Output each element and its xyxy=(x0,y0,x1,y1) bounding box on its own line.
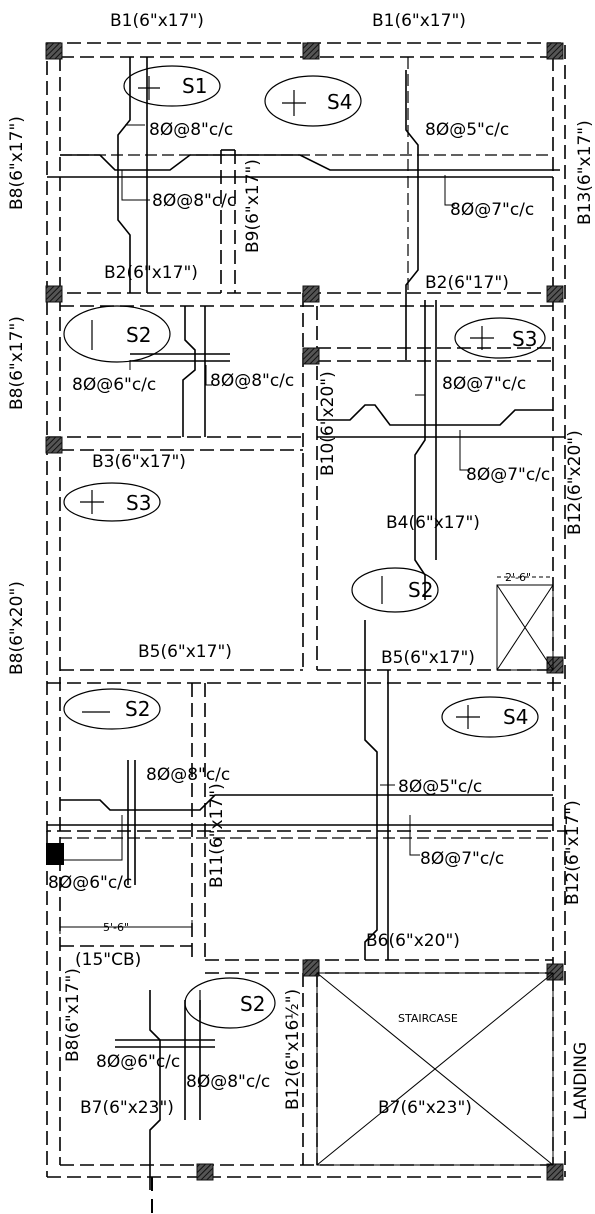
slab-label: S4 xyxy=(327,90,352,114)
beam-label: B3(6"x17") xyxy=(92,452,186,472)
two-way-arrow-icon xyxy=(456,705,480,729)
slab-label: S2 xyxy=(126,323,151,347)
column xyxy=(302,959,320,977)
slab-ellipse xyxy=(184,977,276,1029)
rebar-label: 8Ø@7"c/c xyxy=(466,465,550,485)
beam-label: B12(6"x17") xyxy=(563,800,583,905)
rebar-labels: 8Ø@8"c/c 8Ø@8"c/c 8Ø@5"c/c 8Ø@7"c/c 8Ø@6… xyxy=(48,120,550,1092)
beam-label: B12(6"x20") xyxy=(565,430,585,535)
rebar-label: 8Ø@7"c/c xyxy=(450,200,534,220)
beam-label: B4(6"x17") xyxy=(386,513,480,533)
slab-label: S3 xyxy=(512,327,537,351)
column xyxy=(45,42,63,60)
beam-labels: B1(6"x17") B1(6"x17") B2(6"x17") B2(6"17… xyxy=(7,11,595,1118)
rebar-label: 8Ø@5"c/c xyxy=(425,120,509,140)
beam-label: B2(6"17") xyxy=(425,273,509,293)
slab-label: S3 xyxy=(126,491,151,515)
span-dimension-label: 5'-6" xyxy=(103,921,129,934)
beam-label: B6(6"x20") xyxy=(366,931,460,951)
beam-label: B8(6"x17") xyxy=(7,116,27,210)
slab-ellipse xyxy=(63,482,161,522)
slab-ellipse xyxy=(63,305,171,363)
cb-label: (15"CB) xyxy=(75,950,141,970)
column xyxy=(546,42,564,60)
slab-label: S2 xyxy=(240,992,265,1016)
staircase-label: STAIRCASE xyxy=(398,1012,458,1025)
beam-label: B11(6"x17") xyxy=(207,783,227,888)
two-way-arrow-icon xyxy=(470,326,494,350)
rebar-label: 8Ø@8"c/c xyxy=(152,191,236,211)
beam-label: B5(6"x17") xyxy=(381,648,475,668)
rebar-label: 8Ø@8"c/c xyxy=(210,371,294,391)
slab-label: S4 xyxy=(503,705,528,729)
rebar-label: 8Ø@7"c/c xyxy=(420,849,504,869)
two-way-arrow-icon xyxy=(138,76,160,100)
beam-label: B8(6"x17") xyxy=(63,968,83,1062)
column xyxy=(302,42,320,60)
misc-labels: 2'-6" 5'-6" (15"CB) STAIRCASE LANDING xyxy=(75,571,591,1120)
beam-label: B1(6"x17") xyxy=(110,11,204,31)
column xyxy=(302,285,320,303)
rebar-label: 8Ø@8"c/c xyxy=(146,765,230,785)
column xyxy=(546,963,564,981)
beam-label: B12(6"x16½") xyxy=(283,989,303,1110)
beam-label: B1(6"x17") xyxy=(372,11,466,31)
opening-dimension: 2'-6" xyxy=(505,571,531,584)
rebar-label: 8Ø@6"c/c xyxy=(48,873,132,893)
beam-label: B8(6"x17") xyxy=(7,316,27,410)
span-dimension xyxy=(59,920,193,934)
column xyxy=(546,285,564,303)
slab-label: S1 xyxy=(182,74,207,98)
leader-lines xyxy=(55,124,470,861)
column xyxy=(546,656,564,674)
rebar-label: 8Ø@8"c/c xyxy=(149,120,233,140)
beam-label: B2(6"x17") xyxy=(104,263,198,283)
column xyxy=(45,285,63,303)
slab-ellipse xyxy=(264,75,362,127)
slab-ellipse xyxy=(441,696,539,738)
column-solid xyxy=(46,843,64,865)
slab-label: S2 xyxy=(125,697,150,721)
column xyxy=(302,347,320,365)
slab-labels: S1 S4 S2 S3 S3 S2 S2 S4 S2 xyxy=(125,74,537,1016)
rebar-label: 8Ø@7"c/c xyxy=(442,374,526,394)
column xyxy=(45,436,63,454)
beam-label: B7(6"x23") xyxy=(80,1098,174,1118)
slab-ellipse xyxy=(351,567,439,613)
beam-label: B5(6"x17") xyxy=(138,642,232,662)
slab-label: S2 xyxy=(408,578,433,602)
columns xyxy=(45,42,564,1181)
rebar-lines xyxy=(47,57,565,1190)
beam-label: B13(6"x17") xyxy=(575,120,595,225)
rebar-label: 8Ø@6"c/c xyxy=(72,375,156,395)
rebar-label: 8Ø@5"c/c xyxy=(398,777,482,797)
beam-label: B8(6"x20") xyxy=(7,581,27,675)
slab-markers xyxy=(63,65,546,1029)
two-way-arrow-icon xyxy=(80,490,104,514)
beam-label: B9(6"x17") xyxy=(243,159,263,253)
landing-label: LANDING xyxy=(571,1042,591,1120)
slab-ellipse xyxy=(454,317,546,359)
slab-ellipse xyxy=(123,65,221,107)
beam-label: B10(6"x20") xyxy=(318,371,338,476)
slab-ellipse xyxy=(63,688,161,730)
staircase-outline xyxy=(316,972,554,1166)
two-way-arrow-icon xyxy=(282,90,306,116)
column xyxy=(196,1163,214,1181)
opening xyxy=(496,576,554,671)
rebar-label: 8Ø@6"c/c xyxy=(96,1052,180,1072)
rebar-label: 8Ø@8"c/c xyxy=(186,1072,270,1092)
beam-label: B7(6"x23") xyxy=(378,1098,472,1118)
column xyxy=(546,1163,564,1181)
slab-boundaries xyxy=(60,57,553,839)
